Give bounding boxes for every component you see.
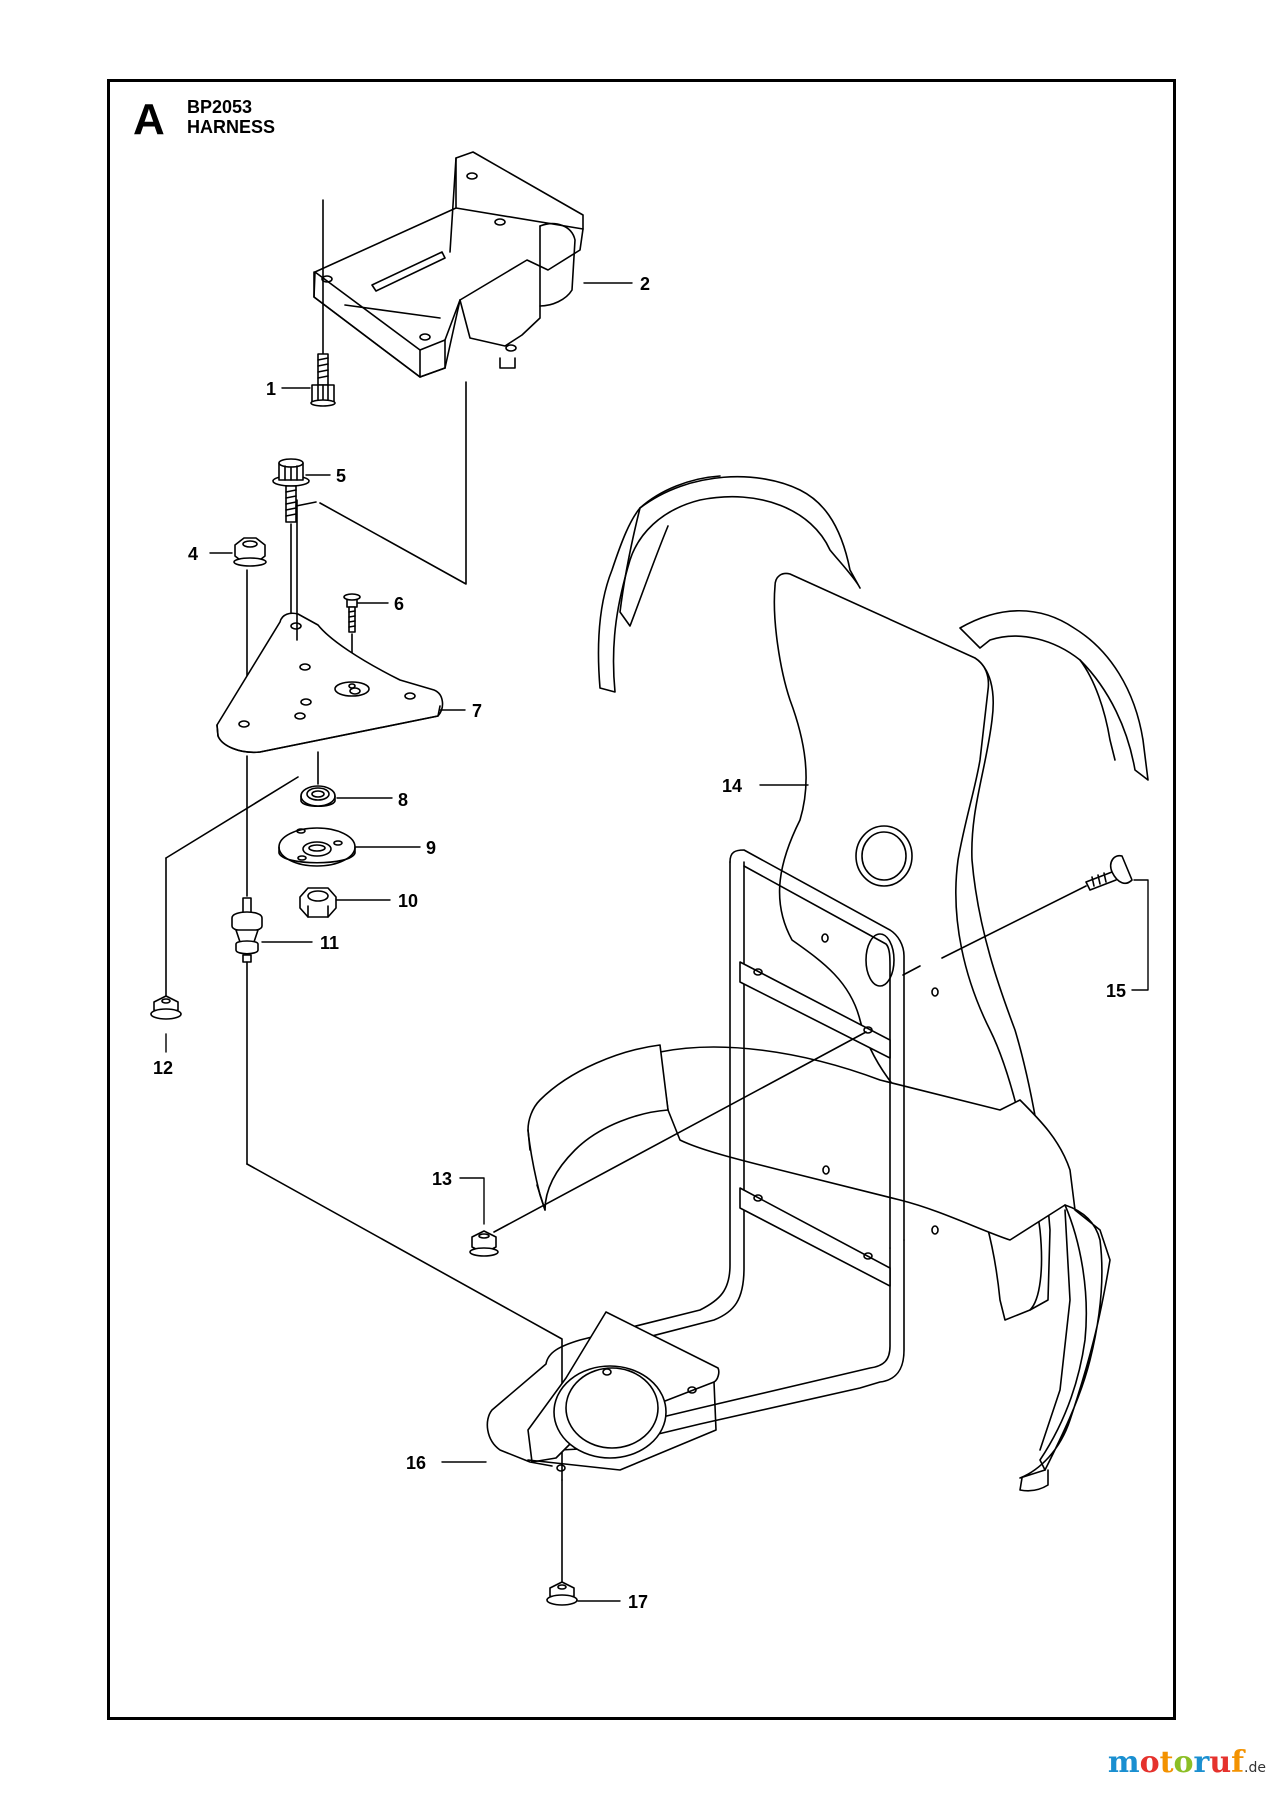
part-11-buffer xyxy=(231,755,263,1165)
part-10-nut xyxy=(299,887,337,918)
part-9-flange xyxy=(278,827,356,867)
diagram-frame xyxy=(107,79,1176,1720)
callout-13: 13 xyxy=(432,1169,452,1189)
part-4-nut xyxy=(233,537,267,721)
callout-10: 10 xyxy=(398,891,418,911)
callout-6: 6 xyxy=(394,594,404,614)
watermark-letter: u xyxy=(1209,1745,1232,1780)
callout-5: 5 xyxy=(336,466,346,486)
callout-9: 9 xyxy=(426,838,436,858)
part-1-screw xyxy=(310,199,336,407)
callout-4: 4 xyxy=(188,544,198,564)
watermark-letter: t xyxy=(1159,1745,1174,1780)
section-letter: A xyxy=(133,95,165,144)
part-15-bolt xyxy=(902,854,1133,976)
callout-2: 2 xyxy=(640,274,650,294)
part-8-bearing xyxy=(300,751,336,808)
callout-7: 7 xyxy=(472,701,482,721)
callout-12: 12 xyxy=(153,1058,173,1078)
part-5-bolt xyxy=(272,458,310,681)
callout-14: 14 xyxy=(722,776,742,796)
watermark-logo: motoruf.de xyxy=(1108,1748,1266,1778)
part-12-nut xyxy=(150,857,182,1020)
callout-17: 17 xyxy=(628,1592,648,1612)
callout-8: 8 xyxy=(398,790,408,810)
watermark-letter: m xyxy=(1107,1745,1140,1780)
diagram-title: HARNESS xyxy=(187,117,276,137)
watermark-letter: f xyxy=(1231,1745,1245,1780)
callout-1: 1 xyxy=(266,379,276,399)
model-number: BP2053 xyxy=(187,97,253,117)
part-17-nut xyxy=(546,1479,578,1606)
part-13-nut xyxy=(469,1031,867,1257)
part-14-backpad xyxy=(527,475,1149,1492)
watermark-letter: o xyxy=(1173,1745,1194,1780)
callout-11: 11 xyxy=(320,933,339,953)
callout-15: 15 xyxy=(1106,981,1126,1001)
callout-16: 16 xyxy=(406,1453,426,1473)
watermark-letter: o xyxy=(1139,1745,1160,1780)
callout-labels: 2 1 5 4 6 7 8 9 10 11 12 13 14 15 16 17 xyxy=(153,274,1126,1612)
leader-lines xyxy=(165,282,1149,1602)
watermark-letter: r xyxy=(1193,1745,1210,1780)
part-7-plate xyxy=(216,499,444,754)
watermark-domain: .de xyxy=(1244,1760,1266,1776)
part-16-frame xyxy=(486,849,939,1472)
part-2-mount-bracket xyxy=(313,151,584,378)
